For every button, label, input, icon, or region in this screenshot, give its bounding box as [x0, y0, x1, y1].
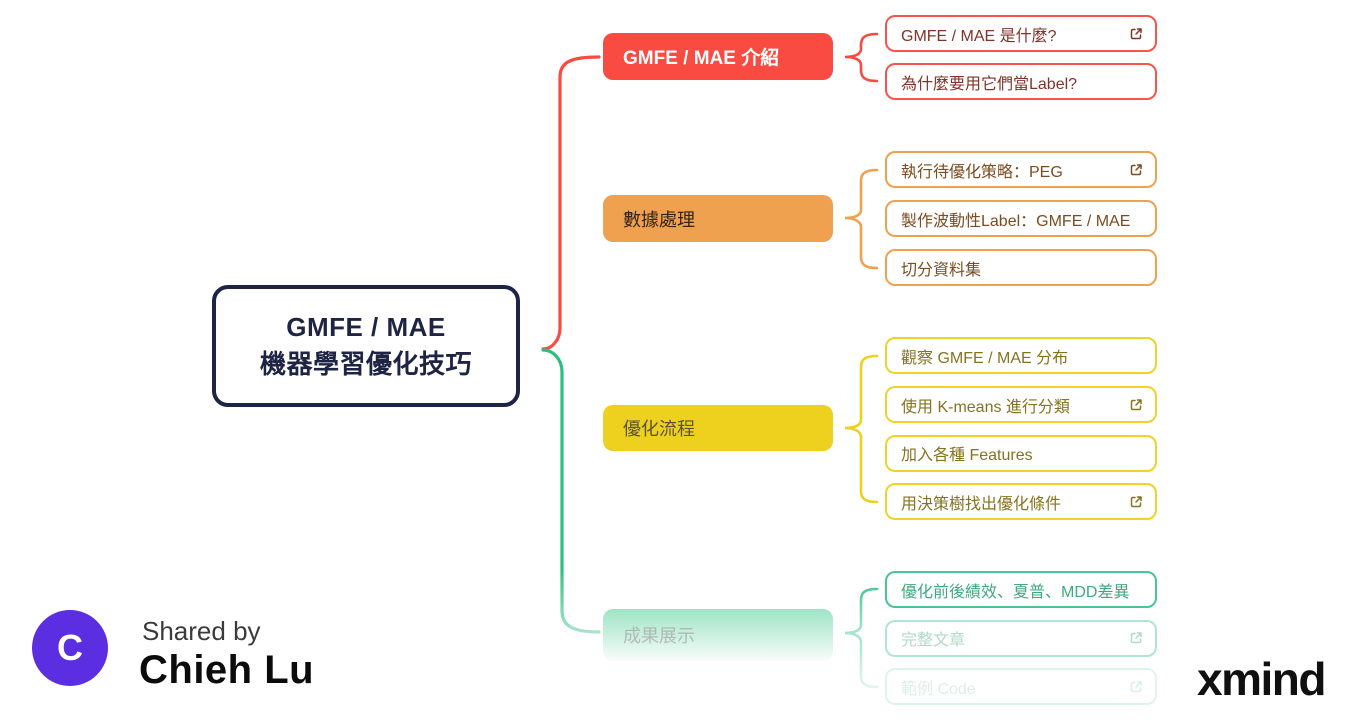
- branch-topic-data-processing[interactable]: 數據處理: [603, 195, 833, 242]
- subtopic-label: 範例 Code: [901, 680, 976, 698]
- subtopic[interactable]: 切分資料集: [885, 249, 1157, 286]
- subtopic[interactable]: GMFE / MAE 是什麼?: [885, 15, 1157, 52]
- branch-topic-label: GMFE / MAE 介紹: [623, 48, 780, 69]
- branch-topic-intro[interactable]: GMFE / MAE 介紹: [603, 33, 833, 80]
- branch-topic-label: 成果展示: [623, 626, 695, 646]
- external-link-icon[interactable]: [1128, 630, 1144, 646]
- subtopic-label: 使用 K-means 進行分類: [901, 398, 1070, 416]
- brace-branch-1: [844, 32, 879, 83]
- subtopic-label: 切分資料集: [901, 261, 982, 279]
- avatar-letter: C: [57, 627, 83, 668]
- subtopic[interactable]: 為什麼要用它們當Label?: [885, 63, 1157, 100]
- branch-topic-optimization-flow[interactable]: 優化流程: [603, 405, 833, 451]
- subtopic-label: 執行待優化策略：PEG: [901, 163, 1063, 181]
- author-name: Chieh Lu: [139, 648, 315, 692]
- external-link-icon[interactable]: [1128, 397, 1144, 413]
- brace-branch-3: [844, 354, 879, 504]
- subtopic[interactable]: 加入各種 Features: [885, 434, 1157, 472]
- central-topic-line2: 機器學習優化技巧: [259, 349, 472, 379]
- xmind-logo[interactable]: xmind: [1197, 653, 1326, 705]
- connector-branch-1: [541, 55, 601, 351]
- external-link-icon[interactable]: [1128, 679, 1144, 695]
- subtopic[interactable]: 範例 Code: [885, 668, 1157, 705]
- branch-topic-label: 數據處理: [623, 209, 695, 230]
- subtopic[interactable]: 優化前後績效、夏普、MDD差異: [885, 571, 1157, 608]
- subtopic[interactable]: 用決策樹找出優化條件: [885, 483, 1157, 520]
- subtopic-label: 製作波動性Label：GMFE / MAE: [901, 212, 1131, 230]
- subtopic[interactable]: 觀察 GMFE / MAE 分布: [885, 337, 1157, 374]
- external-link-icon[interactable]: [1128, 162, 1144, 178]
- subtopic-label: 完整文章: [901, 632, 966, 649]
- subtopic-label: 優化前後績效、夏普、MDD差異: [901, 583, 1130, 601]
- branch-topic-results[interactable]: 成果展示: [603, 609, 833, 661]
- subtopic[interactable]: 執行待優化策略：PEG: [885, 151, 1157, 188]
- subtopic-label: 觀察 GMFE / MAE 分布: [901, 349, 1069, 367]
- brace-branch-4: [844, 587, 879, 689]
- subtopic-label: 為什麼要用它們當Label?: [901, 75, 1078, 93]
- subtopic-label: 加入各種 Features: [901, 447, 1033, 464]
- external-link-icon[interactable]: [1128, 26, 1144, 42]
- branch-topic-label: 優化流程: [623, 419, 695, 439]
- central-topic-line1: GMFE / MAE: [286, 312, 446, 342]
- connector-branch-4: [541, 348, 601, 634]
- brace-branch-2: [844, 168, 879, 270]
- shared-by-label: Shared by: [142, 616, 261, 646]
- subtopic-label: 用決策樹找出優化條件: [901, 495, 1062, 513]
- subtopic[interactable]: 完整文章: [885, 619, 1157, 657]
- subtopic-label: GMFE / MAE 是什麼?: [901, 27, 1057, 45]
- avatar[interactable]: C: [32, 610, 108, 686]
- central-topic[interactable]: GMFE / MAE 機器學習優化技巧: [212, 285, 520, 407]
- subtopic[interactable]: 使用 K-means 進行分類: [885, 386, 1157, 423]
- subtopic[interactable]: 製作波動性Label：GMFE / MAE: [885, 200, 1157, 237]
- external-link-icon[interactable]: [1128, 494, 1144, 510]
